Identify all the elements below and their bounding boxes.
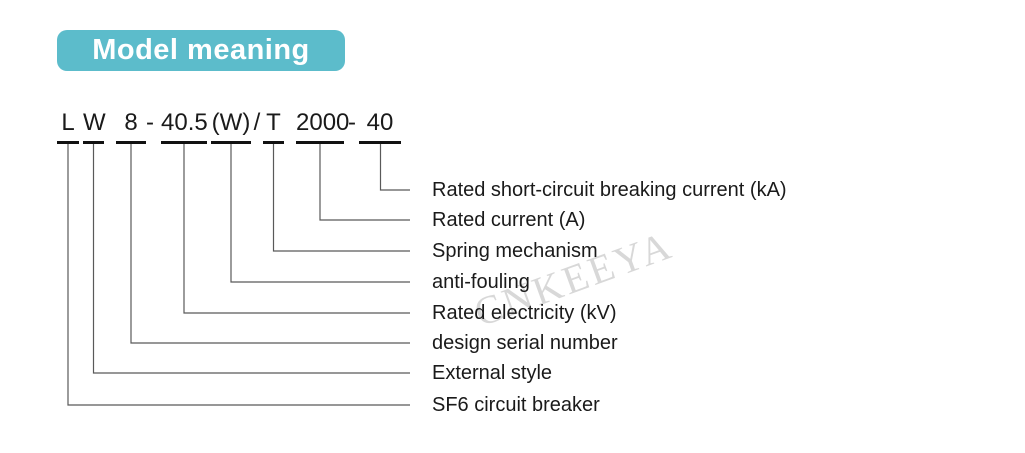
connector-line-2000-to-rated-current	[319, 142, 410, 221]
model-token-W-paren: (W)	[211, 105, 251, 144]
connector-line-8-to-design-serial	[130, 142, 410, 344]
connector-line-T-to-spring-mechanism	[272, 142, 410, 252]
legend-label-design-serial: design serial number	[432, 332, 618, 354]
section-title: Model meaning	[92, 34, 310, 66]
legend-label-spring-mechanism: Spring mechanism	[432, 240, 598, 262]
connector-line-40-5-to-rated-electricity	[183, 142, 410, 314]
model-separator-slash: /	[253, 109, 261, 136]
model-token-T: T	[263, 105, 284, 144]
model-separator-dash: -	[146, 109, 154, 136]
model-token-40: 40	[359, 105, 401, 144]
connector-line-W-paren-to-anti-fouling	[230, 142, 410, 283]
model-token-2000: 2000	[296, 105, 349, 144]
model-token-8: 8	[116, 105, 146, 144]
section-header-badge: Model meaning	[57, 30, 345, 71]
legend-label-rated-electricity: Rated electricity (kV)	[432, 302, 617, 324]
connector-line-W-to-external-style	[92, 142, 410, 374]
model-separator-dash2: -	[348, 109, 356, 136]
model-token-W: W	[83, 105, 106, 144]
legend-label-anti-fouling: anti-fouling	[432, 271, 530, 293]
legend-label-breaking-current: Rated short-circuit breaking current (kA…	[432, 179, 787, 201]
connector-line-40-to-breaking-current	[379, 142, 410, 191]
model-token-40-5: 40.5	[161, 105, 208, 144]
connector-line-L-to-sf6-breaker	[67, 142, 410, 406]
legend-label-sf6-breaker: SF6 circuit breaker	[432, 394, 600, 416]
model-token-L: L	[57, 105, 79, 144]
legend-label-external-style: External style	[432, 362, 553, 384]
legend-label-rated-current: Rated current (A)	[432, 209, 586, 231]
